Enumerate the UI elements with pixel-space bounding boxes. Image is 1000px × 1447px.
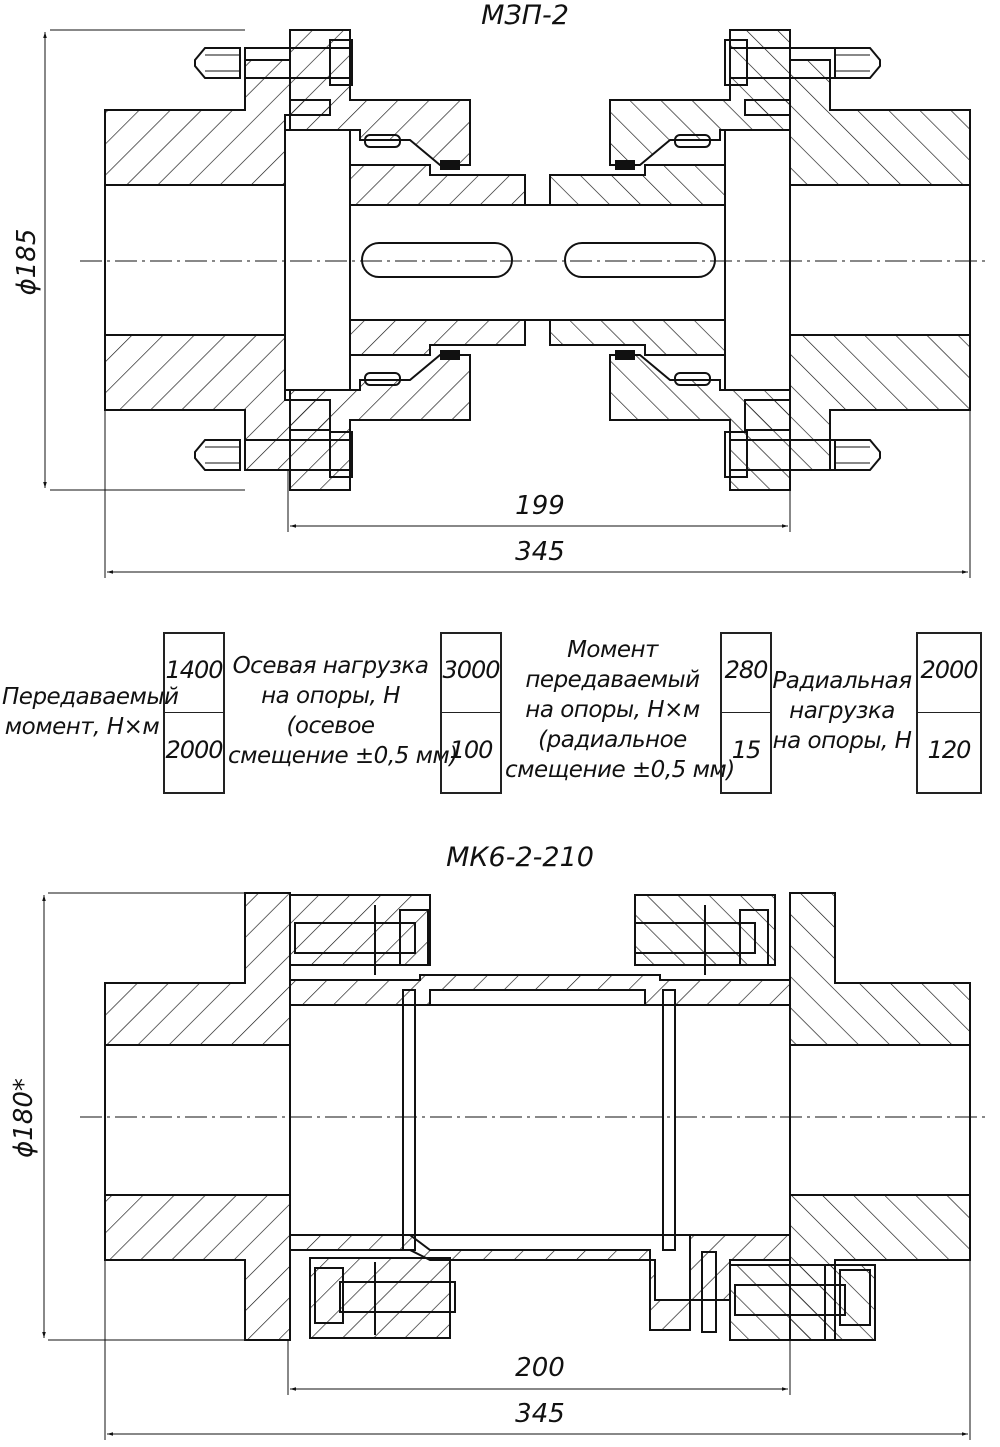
right-sleeve-lower [549,319,726,356]
value-lower: 2000 [165,736,223,764]
bottom-left-hub-bore [104,1044,291,1196]
seal-lower-right [615,350,635,360]
bolt-lower-left [194,431,353,478]
label-line: на опоры, Н×м [525,697,700,723]
bottom-bolt-lower-right [729,1264,876,1341]
label-line: момент, Н×м [4,714,160,740]
left-hub-bore [104,184,286,336]
value-lower: 15 [731,736,762,764]
label-line: (осевое [286,713,375,739]
bottom-dim-outer: 345 [515,1399,565,1429]
right-housing-upper [609,29,791,166]
value-lower: 120 [927,736,972,764]
seal-lower-left [440,350,460,360]
right-cavity [724,129,791,391]
pin-lower-right [674,372,711,386]
right-housing-lower [609,354,791,491]
pin-lower-left [364,372,401,386]
value-upper: 1400 [165,656,223,684]
bottom-right-hub-bore [789,1044,971,1196]
label-line: Радиальная [772,668,912,694]
right-keyway [564,242,716,278]
top-diameter-label: ϕ185 [12,229,42,296]
value-cell-radial-load: 2000 120 [916,632,982,794]
right-sleeve-upper [549,164,726,206]
label-line: нагрузка [789,698,895,724]
value-upper: 280 [724,656,769,684]
bottom-left-hub-lower [104,1194,291,1341]
label-line: на опоры, Н [261,683,400,709]
pin-upper-left [364,134,401,148]
bottom-bolt-upper-right [634,894,776,975]
value-upper: 2000 [920,656,978,684]
value-cell-axial-load: 3000 100 [440,632,502,794]
label-line: смещение ±0,5 мм) [228,743,458,769]
label-line: (радиальное [538,727,687,753]
bottom-bolt-lower-left [309,1257,456,1339]
label-line: Момент [567,637,658,663]
left-keyway [361,242,513,278]
left-housing-lower [289,354,471,491]
bottom-right-hub-upper [789,892,971,1046]
spacer-upper [289,974,791,1006]
left-housing-upper [289,29,471,166]
coupling-mzp2-drawing: МЗП-2 [12,0,990,578]
top-drawing-title: МЗП-2 [481,0,569,31]
value-upper: 3000 [442,656,500,684]
right-hub-bore [789,184,971,336]
left-cavity [284,129,351,391]
label-line: передаваемый [525,667,700,693]
bottom-dim-inner: 200 [515,1353,565,1383]
pin-upper-right [674,134,711,148]
disc-pack-left [402,989,416,1251]
label-line: Передаваемый [2,684,179,710]
param-label-axial-load: Осевая нагрузка на опоры, Н (осевое смещ… [228,651,458,771]
bottom-diameter-label: ϕ180* [9,1078,39,1158]
bolt-lower-right [724,431,881,478]
bottom-drawing-title: МК6-2-210 [446,842,594,873]
seal-upper-right [615,160,635,170]
top-dim-outer: 345 [515,537,565,567]
bolt-upper-left [194,39,353,86]
disc-pack-right [662,989,676,1251]
bottom-left-hub-upper [104,892,291,1046]
spacer-lower [289,1234,791,1331]
param-label-moment-supports: Момент передаваемый на опоры, Н×м (радиа… [505,635,735,785]
coupling-mk6-drawing: МК6-2-210 [9,842,990,1440]
label-line: Осевая нагрузка [232,653,429,679]
top-dim-inner: 199 [515,491,565,521]
value-cell-torque: 1400 2000 [163,632,225,794]
disc-pack-right-lower [701,1251,717,1333]
spacer-body [289,1004,791,1236]
bolt-upper-right [724,39,881,86]
label-line: на опоры, Н [772,728,912,754]
label-line: смещение ±0,5 мм) [505,757,735,783]
value-lower: 100 [449,736,494,764]
bottom-bolt-upper-left [289,894,431,975]
left-sleeve-lower [349,319,526,356]
param-label-torque: Передаваемый момент, Н×м [2,682,179,742]
shaft [349,204,726,321]
param-label-radial-load: Радиальная нагрузка на опоры, Н [772,666,912,756]
seal-upper-left [440,160,460,170]
left-sleeve-upper [349,164,526,206]
value-cell-moment-supports: 280 15 [720,632,772,794]
